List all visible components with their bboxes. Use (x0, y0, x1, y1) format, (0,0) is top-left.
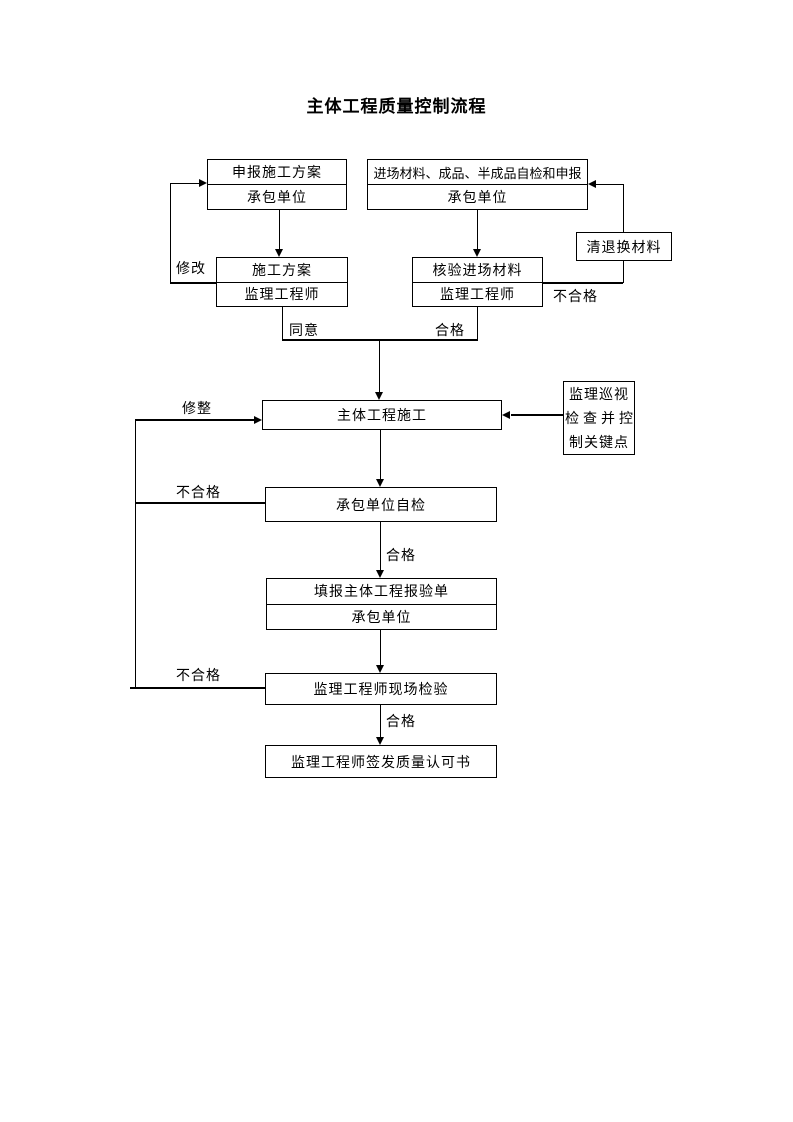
arrowhead-left (502, 411, 510, 419)
node-construction-plan-action: 施工方案 (217, 258, 347, 283)
edge-label-modify: 修改 (176, 262, 206, 277)
node-issue-quality-certificate: 监理工程师签发质量认可书 (265, 745, 497, 778)
feedback-modify-top (170, 182, 200, 184)
node-construction-plan: 施工方案 监理工程师 (216, 257, 348, 307)
arrowhead-right (254, 416, 262, 424)
page-title: 主体工程质量控制流程 (306, 97, 487, 116)
merge-horizontal (281, 339, 478, 341)
node-verify-materials-action: 核验进场材料 (413, 258, 542, 283)
edge-label-agree: 同意 (289, 324, 319, 339)
edge-label-unqualified-bottom: 不合格 (176, 669, 221, 684)
arrowhead-down (376, 479, 384, 487)
connector-form-to-inspection (379, 630, 381, 666)
node-supervision-patrol-line3: 制关键点 (569, 436, 629, 451)
node-site-inspection-label: 监理工程师现场检验 (313, 683, 449, 698)
node-construction-plan-actor: 监理工程师 (244, 288, 320, 304)
arrowhead-down (376, 665, 384, 673)
node-issue-quality-certificate-label: 监理工程师签发质量认可书 (291, 755, 471, 771)
connector-selfcheck-to-form (379, 522, 381, 571)
arrowhead-left (588, 180, 596, 188)
connector-declare-to-plan (278, 210, 280, 250)
connector-construction-to-selfcheck (379, 430, 381, 480)
arrowhead-right (199, 179, 207, 187)
node-supervision-patrol-line1: 监理巡视 (569, 388, 629, 403)
feedback-clear-top (596, 183, 623, 185)
edge-label-qualified-bottom: 合格 (386, 715, 416, 730)
node-supervision-patrol-line2: 检查并控 (565, 412, 637, 427)
connector-merge-to-construction (378, 340, 380, 393)
feedback-modify-horizontal (170, 282, 216, 284)
node-verify-materials: 核验进场材料 监理工程师 (412, 257, 543, 307)
node-main-construction-label: 主体工程施工 (337, 409, 427, 424)
connector-inspection-to-certificate (379, 705, 381, 738)
feedback-left-vertical (134, 420, 136, 689)
node-supervision-patrol: 监理巡视 检查并控 制关键点 (563, 381, 635, 455)
node-contractor-self-inspection: 承包单位自检 (265, 487, 497, 522)
node-declare-plan-actor: 承包单位 (247, 191, 307, 206)
node-fill-inspection-form-actor: 承包单位 (351, 610, 412, 626)
node-clear-replace-label: 清退换材料 (586, 240, 662, 256)
feedback-unqualified-bottom-horizontal (130, 687, 265, 689)
node-fill-inspection-form: 填报主体工程报验单 承包单位 (266, 578, 497, 630)
node-material-self-check-action: 进场材料、成品、半成品自检和申报 (368, 160, 587, 185)
node-contractor-self-inspection-label: 承包单位自检 (336, 498, 426, 514)
node-clear-replace-materials: 清退换材料 (576, 232, 672, 261)
arrowhead-down (376, 570, 384, 578)
connector-material-to-verify (476, 210, 478, 250)
feedback-clear-up (622, 184, 624, 232)
node-material-self-check-actor: 承包单位 (447, 191, 508, 206)
node-declare-plan: 申报施工方案 承包单位 (207, 159, 347, 210)
node-verify-materials-actor: 监理工程师 (440, 288, 515, 304)
arrowhead-down (376, 737, 384, 745)
arrowhead-down (473, 249, 481, 257)
node-site-inspection: 监理工程师现场检验 (265, 673, 497, 705)
feedback-reject-horizontal (543, 282, 623, 284)
merge-left-drop (281, 307, 283, 340)
node-material-self-check: 进场材料、成品、半成品自检和申报 承包单位 (367, 159, 588, 210)
feedback-reject-up-to-clear (622, 261, 624, 283)
feedback-adjust-horizontal (135, 419, 254, 421)
connector-patrol-to-construction (511, 414, 563, 416)
feedback-modify-vertical (169, 183, 171, 283)
arrowhead-down (375, 392, 383, 400)
edge-label-adjust: 修整 (182, 402, 212, 417)
node-fill-inspection-form-action: 填报主体工程报验单 (267, 579, 496, 605)
merge-right-drop (476, 307, 478, 340)
node-main-construction: 主体工程施工 (262, 400, 502, 430)
node-declare-plan-action: 申报施工方案 (208, 160, 346, 185)
arrowhead-down (275, 249, 283, 257)
edge-label-qualified-top: 合格 (435, 324, 465, 339)
edge-label-unqualified-mid: 不合格 (176, 486, 221, 501)
edge-label-unqualified-top: 不合格 (553, 290, 598, 305)
edge-label-qualified-mid: 合格 (386, 549, 416, 564)
feedback-unqualified-mid-horizontal (135, 502, 265, 504)
